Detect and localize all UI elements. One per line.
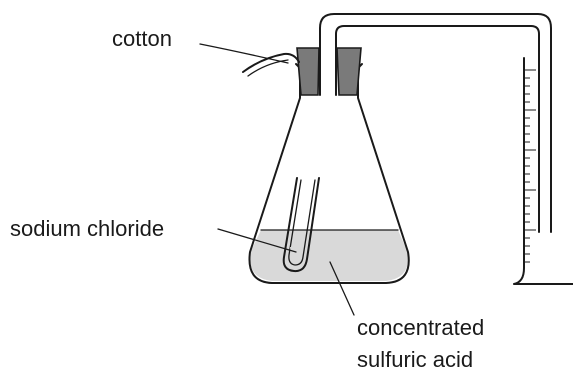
cotton-plug xyxy=(242,52,300,73)
delivery-tube-outer xyxy=(319,13,552,233)
cylinder-scale xyxy=(524,69,536,263)
stopper-right xyxy=(336,47,362,96)
sodium-chloride-label: sodium chloride xyxy=(10,216,164,241)
sulfuric-acid-liquid xyxy=(249,230,409,281)
measuring-cylinder xyxy=(513,57,573,285)
stopper-left xyxy=(296,47,320,96)
test-tube-inner xyxy=(288,179,316,266)
delivery-tube-inner xyxy=(335,25,540,233)
test-tube xyxy=(282,177,320,273)
cotton-leader-line xyxy=(199,43,289,64)
cotton-plug-strand xyxy=(247,59,289,77)
sulfuric-acid-label-line2: sulfuric acid xyxy=(357,347,473,372)
conical-flask xyxy=(248,67,410,284)
cotton-label: cotton xyxy=(112,26,172,51)
sulfuric-acid-leader-line xyxy=(329,261,355,316)
sulfuric-acid-label-line1: concentrated xyxy=(357,315,484,340)
sodium-chloride-leader-line xyxy=(217,228,297,253)
